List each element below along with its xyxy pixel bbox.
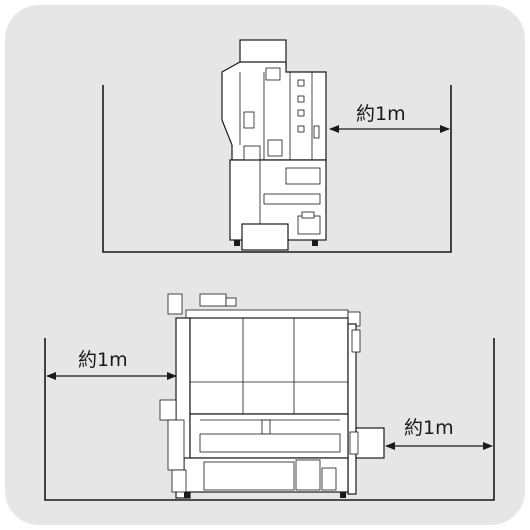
bottom-left-clearance-label: 約1m [78, 349, 128, 371]
top-enclosure [102, 85, 452, 253]
bottom-enclosure [44, 338, 495, 501]
top-clearance-label: 約1m [356, 103, 406, 125]
top-view-group: 約1m [102, 39, 452, 253]
bottom-view-group: 約1m 約1m [44, 293, 495, 501]
machine-front-view [221, 39, 327, 251]
bottom-right-clearance-label: 約1m [404, 417, 454, 439]
background-panel [5, 5, 525, 525]
machine-side-view [159, 293, 385, 499]
